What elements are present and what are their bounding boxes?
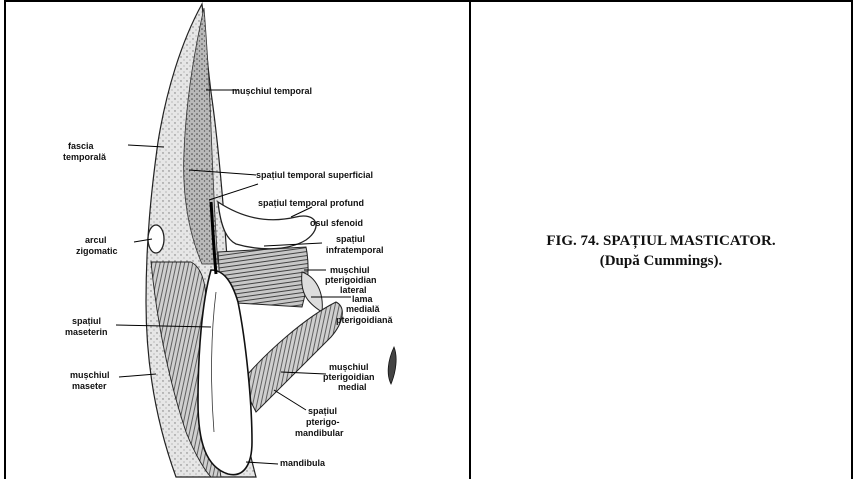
sphenoid-bone-shape (218, 202, 316, 249)
pterygoid-hamulus-shape (388, 347, 396, 384)
label-muschiul-pterigoidian-medial-3: medial (338, 382, 367, 392)
label-spatiul-pterigomandibular-3: mandibular (295, 428, 344, 438)
label-fascia-temporala-2: temporală (63, 152, 106, 162)
label-muschiul-temporal: mușchiul temporal (232, 86, 312, 96)
label-muschiul-pterigoidian-medial-2: pterigoidian (323, 372, 375, 382)
label-lama-medial-2: medială (346, 304, 380, 314)
label-arcul-zigomatic-1: arcul (85, 235, 107, 245)
label-spatiul-temporal-superficial: spațiul temporal superficial (256, 170, 373, 180)
medial-pterygoid-shape (241, 302, 342, 412)
label-muschiul-maseter-1: mușchiul (70, 370, 110, 380)
label-arcul-zigomatic-2: zigomatic (76, 246, 118, 256)
label-osul-sfenoid: osul sfenoid (310, 218, 363, 228)
label-spatiul-pterigomandibular-1: spațiul (308, 406, 337, 416)
anatomy-illustration-panel: mușchiul temporal fascia temporală spați… (6, 2, 469, 479)
figure-caption-title: FIG. 74. SPAȚIUL MASTICATOR. (471, 231, 851, 251)
label-muschiul-pterigoidian-lateral-1: mușchiul (330, 265, 370, 275)
label-lama-medial-3: pterigoidiană (336, 315, 393, 325)
label-spatiul-maseterin-2: maseterin (65, 327, 108, 337)
medial-pterygoid-plate-shape (302, 272, 323, 312)
label-spatiul-maseterin-1: spațiul (72, 316, 101, 326)
caption-panel: FIG. 74. SPAȚIUL MASTICATOR. (După Cummi… (471, 2, 851, 479)
label-spatiul-infratemporal-2: infratemporal (326, 245, 384, 255)
label-spatiul-pterigomandibular-2: pterigo- (306, 417, 340, 427)
anatomy-drawing (6, 2, 469, 479)
label-mandibula: mandibula (280, 458, 325, 468)
figure-caption: FIG. 74. SPAȚIUL MASTICATOR. (După Cummi… (471, 231, 851, 271)
label-muschiul-pterigoidian-lateral-2: pterigoidian (325, 275, 377, 285)
figure-caption-source: (După Cummings). (471, 251, 851, 271)
label-muschiul-pterigoidian-medial-1: mușchiul (329, 362, 369, 372)
label-fascia-temporala-1: fascia (68, 141, 94, 151)
label-spatiul-infratemporal-1: spațiul (336, 234, 365, 244)
label-spatiul-temporal-profund: spațiul temporal profund (258, 198, 364, 208)
label-muschiul-maseter-2: maseter (72, 381, 107, 391)
label-lama-medial-1: lama (352, 294, 373, 304)
